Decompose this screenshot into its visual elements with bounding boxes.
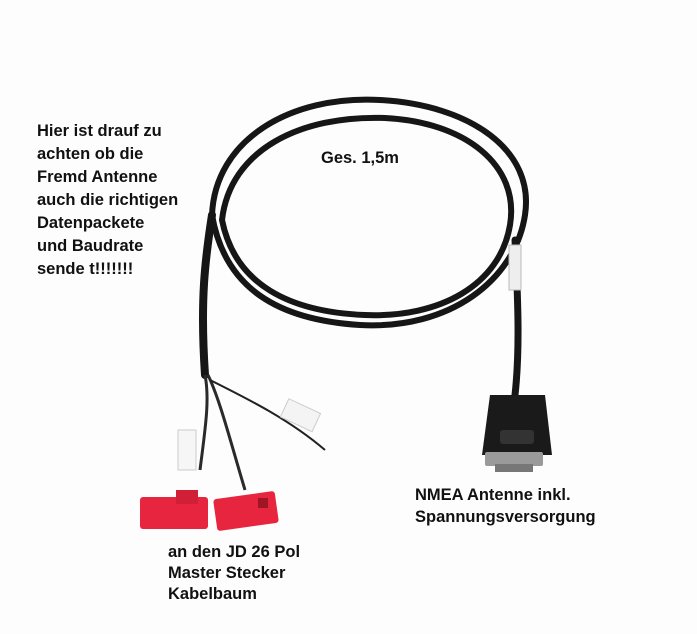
harness-annotation: an den JD 26 Pol Master Stecker Kabelbau… [168,542,300,605]
warning-line: Fremd Antenne [37,168,158,186]
nmea-annotation: NMEA Antenne inkl. Spannungsversorgung [415,484,596,528]
warning-line: sende t!!!!!!! [37,260,134,278]
harness-line: Kabelbaum [168,585,257,603]
warning-line: auch die richtigen [37,191,179,209]
cable-label-sleeve [508,244,522,291]
red-connector-left [140,490,208,529]
wire-tag [177,429,197,471]
warning-line: Datenpackete [37,214,145,232]
nmea-line: NMEA Antenne inkl. [415,486,571,504]
harness-line: an den JD 26 Pol [168,543,301,561]
red-connector-right [213,491,279,531]
warning-line: achten ob die [37,145,144,163]
warning-annotation: Hier ist drauf zu achten ob die Fremd An… [37,120,178,281]
cable-loop-inner [219,114,515,319]
warning-line: und Baudrate [37,237,144,255]
warning-line: Hier ist drauf zu [37,122,162,140]
length-annotation: Ges. 1,5m [321,149,399,167]
cable-loop-outer [208,96,530,329]
cable-to-harness [198,211,216,379]
dsub-connector [482,395,552,472]
nmea-line: Spannungsversorgung [415,508,596,526]
harness-line: Master Stecker [168,564,286,582]
